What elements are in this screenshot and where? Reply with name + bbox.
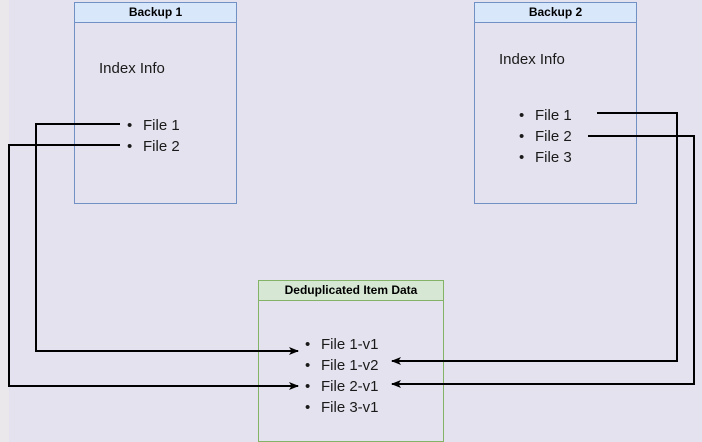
dedup-file-list: File 1-v1 File 1-v2 File 2-v1 File 3-v1 <box>305 334 379 418</box>
backup-1-title: Backup 1 <box>75 3 236 23</box>
backup-2-file-item[interactable]: File 3 <box>519 147 572 168</box>
backup-2-file-item[interactable]: File 1 <box>519 105 572 126</box>
backup-2-box[interactable]: Backup 2 <box>474 2 637 204</box>
backup-2-heading: Index Info <box>499 51 565 68</box>
backup-2-title: Backup 2 <box>475 3 636 23</box>
deduplicated-item-data-title: Deduplicated Item Data <box>259 281 443 301</box>
diagram-left-margin <box>0 0 9 442</box>
backup-2-file-list: File 1 File 2 File 3 <box>519 105 572 168</box>
backup-2-file-item[interactable]: File 2 <box>519 126 572 147</box>
backup-1-file-item[interactable]: File 2 <box>127 136 180 157</box>
backup-1-file-item[interactable]: File 1 <box>127 115 180 136</box>
backup-1-box[interactable]: Backup 1 <box>74 2 237 204</box>
dedup-file-item[interactable]: File 3-v1 <box>305 397 379 418</box>
backup-1-heading: Index Info <box>99 60 165 77</box>
backup-1-file-list: File 1 File 2 <box>127 115 180 157</box>
dedup-file-item[interactable]: File 1-v1 <box>305 334 379 355</box>
dedup-file-item[interactable]: File 2-v1 <box>305 376 379 397</box>
dedup-file-item[interactable]: File 1-v2 <box>305 355 379 376</box>
